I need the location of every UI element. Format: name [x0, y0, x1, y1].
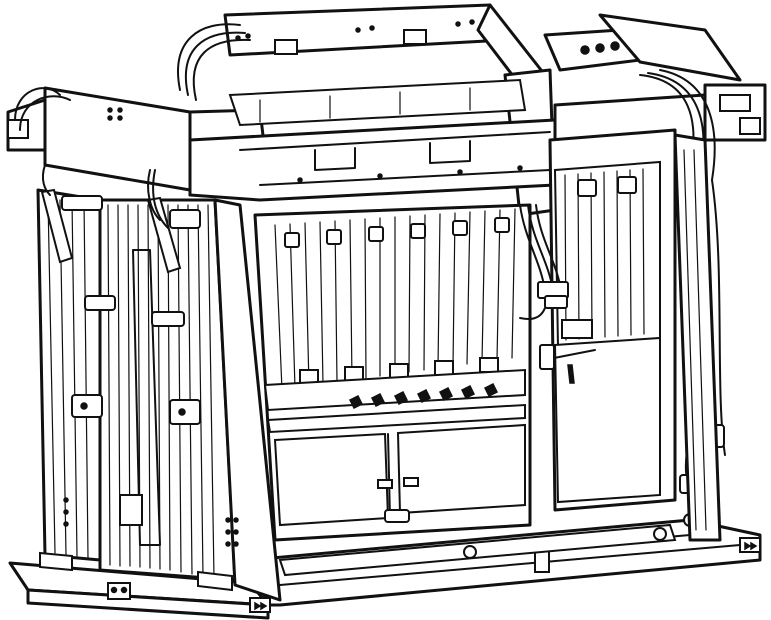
side-squeeze-panel [253, 203, 532, 542]
hydraulic-hose-bundle [519, 204, 569, 320]
main-top-beam [188, 78, 557, 202]
head-gate-frame [36, 188, 282, 602]
front-lower-crossbar [278, 523, 677, 577]
tail-gate-panel [539, 128, 726, 542]
